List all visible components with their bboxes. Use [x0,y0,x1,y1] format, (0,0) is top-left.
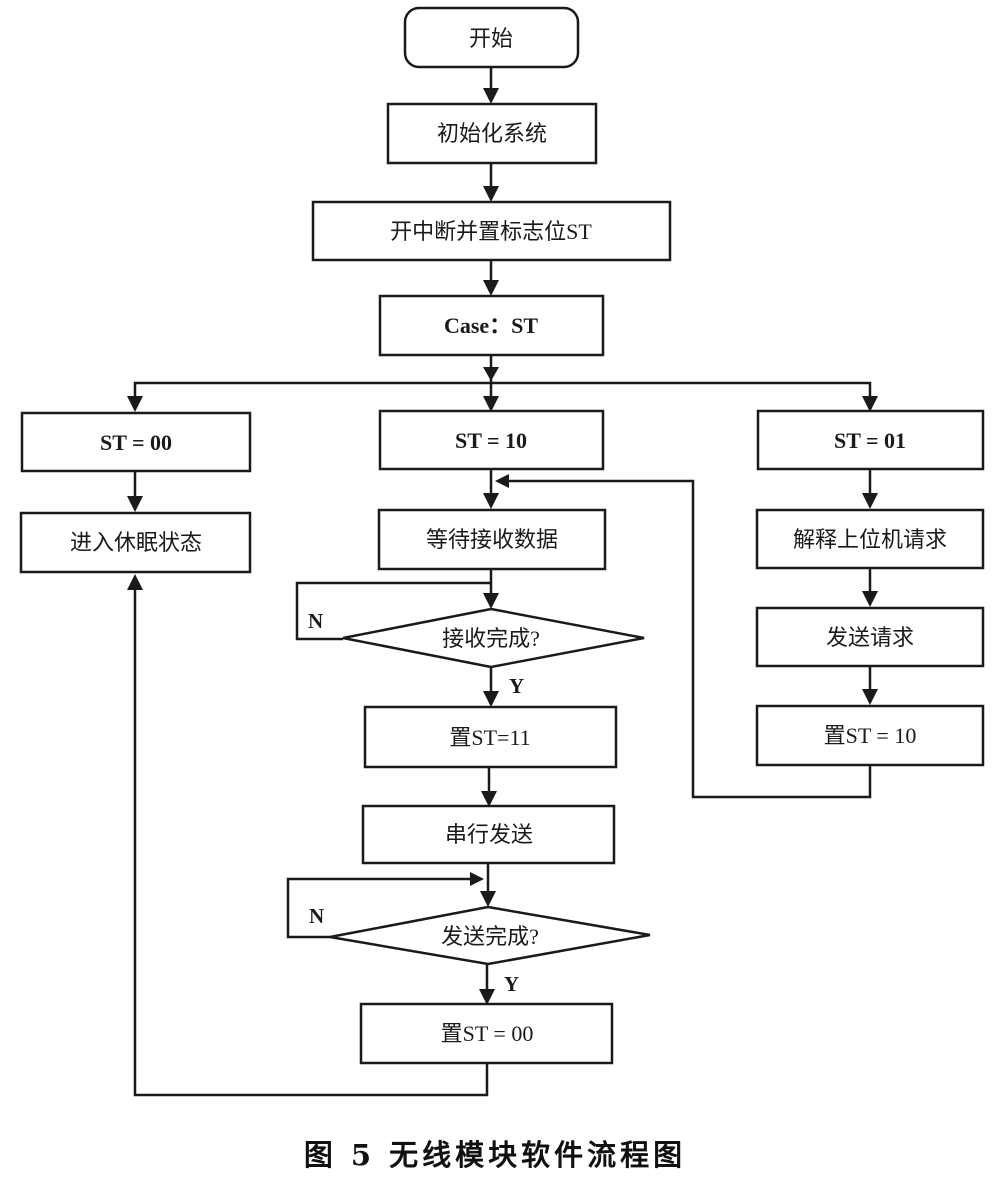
figure-caption: 图 5 无线模块软件流程图 [304,1138,686,1172]
node-wait-receive: 等待接收数据 [377,508,607,571]
node-case-st-label: Case：ST [444,313,538,338]
node-sleep-label: 进入休眠状态 [70,530,202,555]
arrow-head [483,691,499,707]
node-send-request: 发送请求 [755,606,985,668]
arrow-head [127,496,143,512]
node-parse-request-label: 解释上位机请求 [793,527,947,552]
arrow-head [495,474,509,488]
node-wait-receive-label: 等待接收数据 [426,527,558,552]
arrow-head [483,367,499,381]
node-send-request-label: 发送请求 [826,625,914,650]
arrow-head [480,891,496,907]
node-parse-request: 解释上位机请求 [755,508,985,570]
node-st01: ST = 01 [756,409,985,471]
rx-no-label: N [308,609,323,633]
node-enable-interrupt-label: 开中断并置标志位ST [390,219,592,244]
arrow-head [483,593,499,609]
arrow-head [862,591,878,607]
arrow-head [483,186,499,202]
node-receive-done-label: 接收完成? [442,626,540,651]
arrow-head [483,493,499,509]
node-serial-send-label: 串行发送 [445,822,533,847]
return-to-sleep-line [133,586,489,1097]
arrow-head [479,989,495,1005]
node-set-st10-label: 置ST = 10 [824,723,917,748]
node-case-st: Case：ST [378,294,605,357]
arrow-head [483,396,499,412]
tx-no-loop-line [286,877,472,939]
node-start-label: 开始 [469,26,513,51]
node-set-st00-label: 置ST = 00 [441,1021,534,1046]
node-enable-interrupt: 开中断并置标志位ST [311,200,672,262]
node-st01-label: ST = 01 [834,428,906,453]
arrow-head [483,88,499,104]
node-set-st00: 置ST = 00 [359,1002,614,1065]
node-set-st10: 置ST = 10 [755,704,985,767]
arrow-head [127,574,143,590]
node-send-done: 发送完成? [329,905,651,966]
node-st10-label: ST = 10 [455,428,527,453]
node-serial-send: 串行发送 [361,804,616,865]
arrow-head [127,396,143,412]
node-init: 初始化系统 [386,102,598,165]
branch-bus [133,381,872,398]
node-st00: ST = 00 [20,411,252,473]
tx-no-label: N [309,904,324,928]
node-start: 开始 [403,6,580,69]
loop-back-line [506,479,872,799]
node-sleep: 进入休眠状态 [19,511,252,574]
arrow-head [862,689,878,705]
node-st00-label: ST = 00 [100,430,172,455]
arrow-head [481,791,497,807]
arrow-head [483,280,499,296]
node-set-st11: 置ST=11 [363,705,618,769]
arrow-head [470,872,484,886]
node-receive-done: 接收完成? [342,607,645,669]
node-set-st11-label: 置ST=11 [449,725,530,750]
node-st10: ST = 10 [378,409,605,471]
rx-no-loop-line [295,581,491,641]
arrow-head [862,396,878,412]
node-send-done-label: 发送完成? [441,924,539,949]
arrow-head [862,493,878,509]
rx-yes-label: Y [509,674,524,698]
node-init-label: 初始化系统 [437,121,547,146]
tx-yes-label: Y [504,972,519,996]
